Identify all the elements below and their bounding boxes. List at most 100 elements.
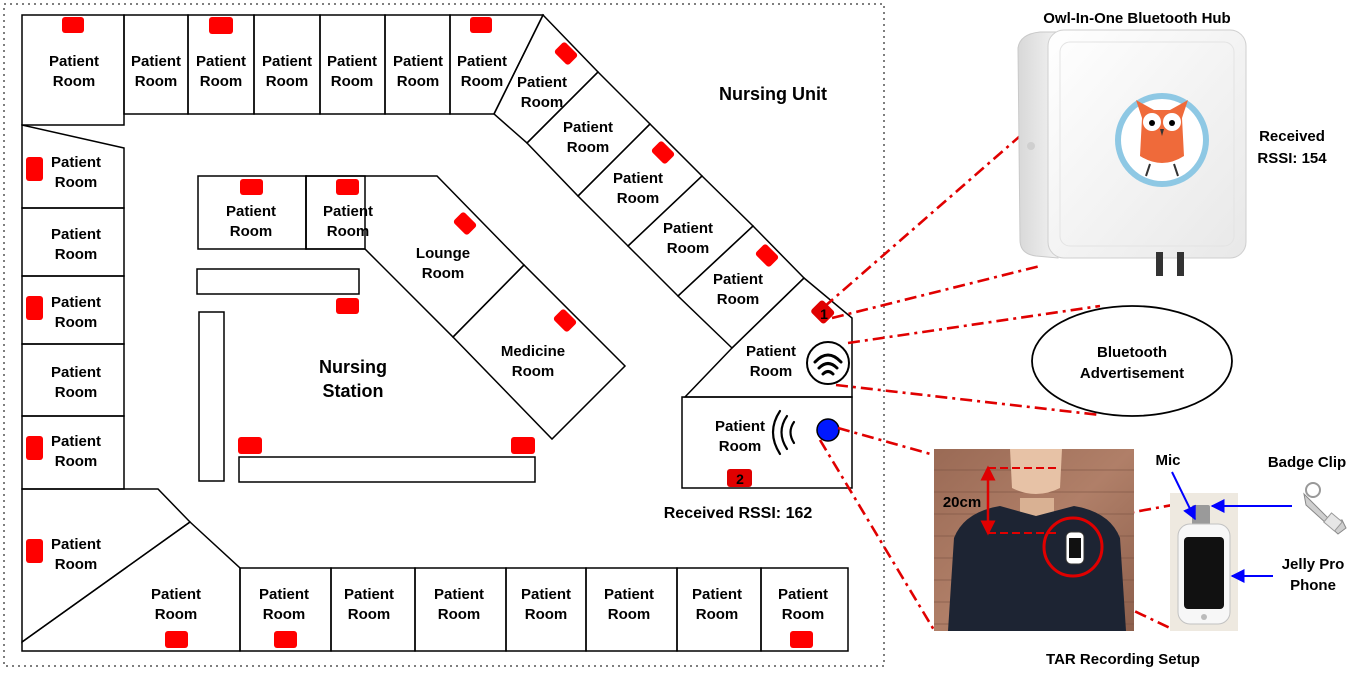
room-bottom-6-label-line-2: Room xyxy=(608,606,651,623)
beacon-2 xyxy=(727,469,752,487)
room-bottom-7-label-line-2: Room xyxy=(696,606,739,623)
room-diag-2-label-line-1: Patient xyxy=(613,170,663,187)
beacon-marker-17 xyxy=(26,539,43,563)
beacon-marker-2 xyxy=(209,17,233,34)
room-bottom-4-label-line-2: Room xyxy=(438,606,481,623)
hub-rssi-line-1: Received xyxy=(1259,128,1325,145)
room-diag-1-label-line-2: Room xyxy=(567,139,610,156)
beacon-marker-1 xyxy=(62,17,84,33)
worn-phone-screen xyxy=(1069,538,1081,558)
beacon-marker-14 xyxy=(26,157,43,181)
room-top-4-label-line-1: Patient xyxy=(262,53,312,70)
room-left-2-label-line-2: Room xyxy=(55,246,98,263)
phone-label-line-1: Jelly Pro xyxy=(1282,556,1345,573)
received-rssi-badge: Received RSSI: 162 xyxy=(664,505,813,522)
hub-device-image xyxy=(1017,29,1247,276)
owl-logo xyxy=(1115,93,1209,187)
beacon-marker-4 xyxy=(554,42,578,65)
beacon-marker-18 xyxy=(165,631,188,648)
nursing-unit-boundary xyxy=(3,3,885,667)
room-bottom-4-label-line-1: Patient xyxy=(434,586,484,603)
room-station-1-label-line-1: Patient xyxy=(226,203,276,220)
room-top-4-label-line-2: Room xyxy=(266,73,309,90)
room-labels: PatientRoomPatientRoomPatientRoomPatient… xyxy=(49,53,828,623)
room-top-5-label-line-1: Patient xyxy=(327,53,377,70)
hub-rssi-line-2: RSSI: 154 xyxy=(1257,150,1327,167)
room-bottom-3-label-line-2: Room xyxy=(348,606,391,623)
bluetooth-hub: Owl-In-One Bluetooth Hub Received RSSI: … xyxy=(1017,10,1327,276)
recording-setup-title: TAR Recording Setup xyxy=(1046,651,1200,668)
nursing-station-line-2: Station xyxy=(323,381,384,401)
room-hub-label-line-2: Room xyxy=(750,363,793,380)
beacon-markers xyxy=(26,17,813,648)
room-top-2-label-line-2: Room xyxy=(135,73,178,90)
badge-clip-label: Badge Clip xyxy=(1268,454,1346,471)
room-top-7-label-line-1: Patient xyxy=(457,53,507,70)
room-bottom-2-label-line-2: Room xyxy=(263,606,306,623)
room-left-5-label-line-1: Patient xyxy=(51,433,101,450)
signal-links xyxy=(818,115,1179,631)
beacon-marker-5 xyxy=(651,141,675,164)
room-top-3-label-line-1: Patient xyxy=(196,53,246,70)
room-corner-label-line-2: Room xyxy=(521,94,564,111)
room-top-3-label-line-2: Room xyxy=(200,73,243,90)
room-top-1-label-line-2: Room xyxy=(53,73,96,90)
room-left-3-label-line-2: Room xyxy=(55,314,98,331)
room-top-7-label-line-2: Room xyxy=(461,73,504,90)
nursing-unit-title: Nursing Unit xyxy=(719,84,827,104)
nursing-station-label: Nursing Station xyxy=(319,357,387,401)
beacon-marker-12 xyxy=(238,437,262,454)
badge-location-dot xyxy=(816,418,840,442)
room-bottom-8-label-line-1: Patient xyxy=(778,586,828,603)
worn-phone-highlight xyxy=(1042,516,1104,578)
room-bottom-1-label-line-1: Patient xyxy=(151,586,201,603)
room-top-6-label-line-2: Room xyxy=(397,73,440,90)
room-bottom-8-label-line-2: Room xyxy=(782,606,825,623)
room-bottom-7-label-line-1: Patient xyxy=(692,586,742,603)
beacon-marker-15 xyxy=(26,296,43,320)
room-top-2-label-line-1: Patient xyxy=(131,53,181,70)
advertisement-line-2: Advertisement xyxy=(1080,365,1184,382)
room-hub-label-line-1: Patient xyxy=(746,343,796,360)
beacon-marker-6 xyxy=(755,244,779,267)
phone-label-line-2: Phone xyxy=(1290,577,1336,594)
mic-label: Mic xyxy=(1155,452,1180,469)
room-diag-3-label-line-1: Patient xyxy=(663,220,713,237)
floor-plan: Nursing Unit PatientRoomPatientRoomPatie… xyxy=(3,3,885,667)
room-diag-2-label-line-2: Room xyxy=(617,190,660,207)
room-bottom-6-label-line-1: Patient xyxy=(604,586,654,603)
beacon-marker-9 xyxy=(240,179,263,195)
room-station-1-label-line-2: Room xyxy=(230,223,273,240)
room-medicine-label-line-2: Room xyxy=(512,363,555,380)
room-bottom-1-label-line-2: Room xyxy=(155,606,198,623)
advertisement-line-1: Bluetooth xyxy=(1097,344,1167,361)
room-left-6-label-line-2: Room xyxy=(55,556,98,573)
room-left-6-label-line-1: Patient xyxy=(51,536,101,553)
beacon-marker-20 xyxy=(790,631,813,648)
beacon-1-number: 1 xyxy=(820,306,828,322)
beacon-marker-16 xyxy=(26,436,43,460)
room-top-6-label-line-1: Patient xyxy=(393,53,443,70)
room-left-1-label-line-2: Room xyxy=(55,174,98,191)
room-bottom-2-label-line-1: Patient xyxy=(259,586,309,603)
room-lounge-label-line-2: Room xyxy=(422,265,465,282)
beacon-marker-7 xyxy=(453,212,477,235)
advertisement-bubble xyxy=(1031,305,1233,417)
beacon-1 xyxy=(811,300,835,324)
bluetooth-advertisement: Bluetooth Advertisement xyxy=(1031,305,1233,417)
beacon-marker-8 xyxy=(553,309,577,332)
nursing-station-line-1: Nursing xyxy=(319,357,387,377)
beacon-marker-3 xyxy=(470,17,492,33)
beacon-marker-19 xyxy=(274,631,297,648)
room-medicine-label-line-1: Medicine xyxy=(501,343,565,360)
room-bottom-5-label-line-2: Room xyxy=(525,606,568,623)
room-diag-3-label-line-2: Room xyxy=(667,240,710,257)
room-left-2-label-line-1: Patient xyxy=(51,226,101,243)
numbered-beacons: 1 2 xyxy=(727,300,835,487)
room-lounge-label-line-1: Lounge xyxy=(416,245,470,262)
room-corner-label-line-1: Patient xyxy=(517,74,567,91)
room-top-1-label-line-1: Patient xyxy=(49,53,99,70)
badge-clip-photo xyxy=(1303,482,1347,535)
room-diag-1-label-line-1: Patient xyxy=(563,119,613,136)
